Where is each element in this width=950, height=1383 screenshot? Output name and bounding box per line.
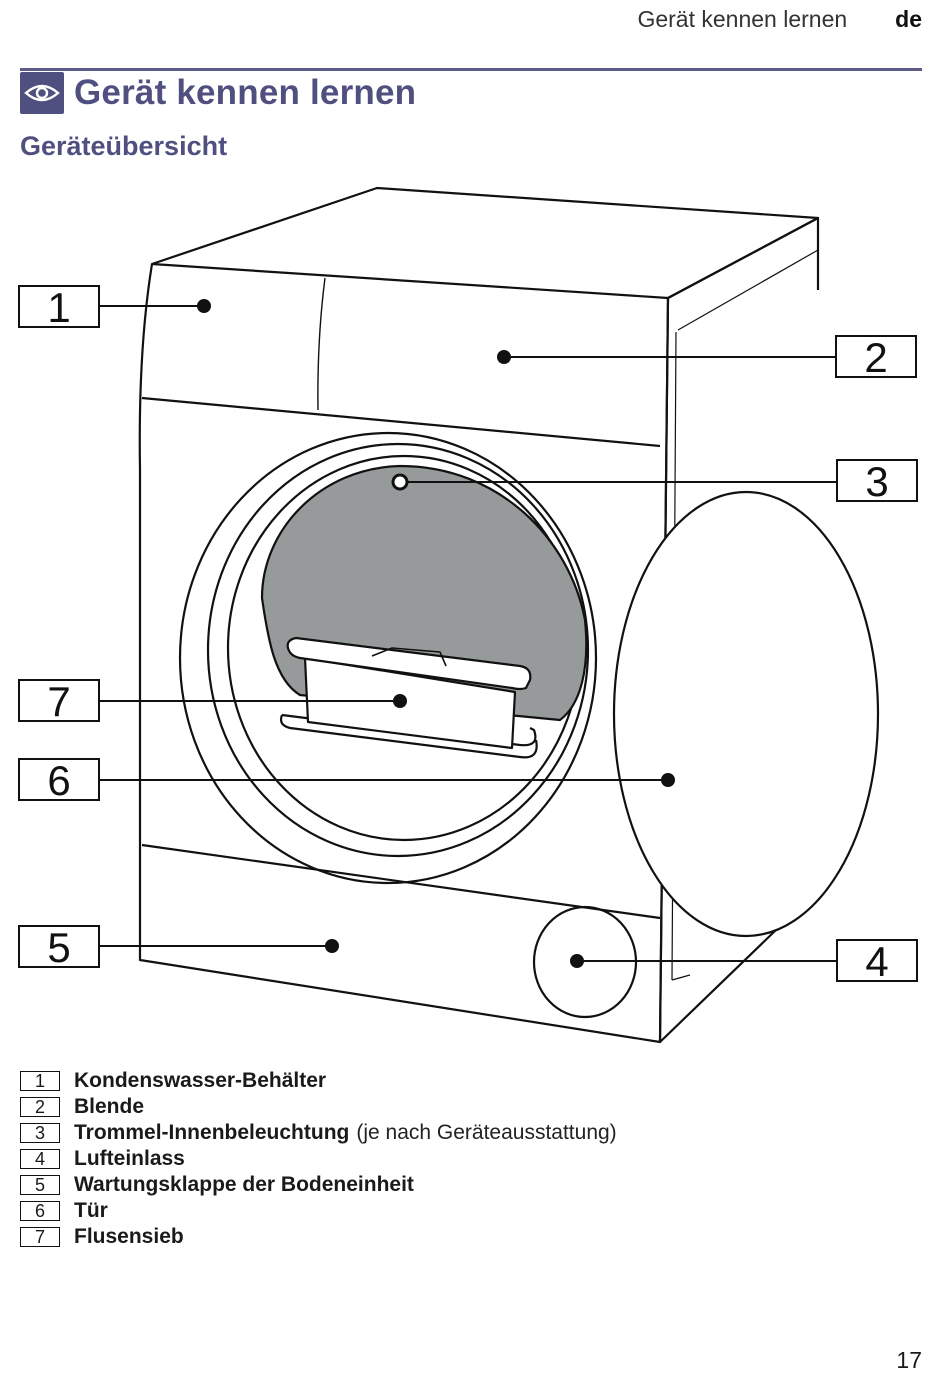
legend-item: 7 Flusensieb [20,1224,617,1250]
legend-item: 1 Kondenswasser-Behälter [20,1068,617,1094]
header-rule [20,68,922,71]
callout-1: 1 [47,284,70,331]
legend-item: 5 Wartungsklappe der Bodeneinheit [20,1172,617,1198]
legend-label: Wartungsklappe der Bodeneinheit [74,1173,414,1196]
callout-7: 7 [47,678,70,725]
legend-label: Tür [74,1199,108,1222]
callout-4: 4 [865,938,888,985]
legend-number: 2 [20,1097,60,1117]
dryer-front [138,263,670,1044]
dryer-illustration: 1 2 3 7 6 5 4 [18,186,918,1044]
legend-label: Trommel-Innenbeleuchtung [74,1121,350,1144]
eye-icon [20,72,64,114]
running-head-section: Gerät kennen lernen [637,6,848,32]
legend-label: Lufteinlass [74,1147,185,1170]
legend-number: 3 [20,1123,60,1143]
legend-item: 4 Lufteinlass [20,1146,617,1172]
running-head: Gerät kennen lernen de [637,6,922,33]
legend-number: 1 [20,1071,60,1091]
legend-label: Kondenswasser-Behälter [74,1069,327,1092]
title-row: Gerät kennen lernen [20,72,416,114]
callout-2: 2 [864,334,887,381]
callout-3: 3 [865,458,888,505]
parts-legend: 1 Kondenswasser-Behälter 2 Blende 3 Trom… [20,1068,617,1250]
language-code: de [895,6,922,32]
legend-number: 6 [20,1201,60,1221]
callout-6: 6 [47,757,70,804]
legend-number: 4 [20,1149,60,1169]
callout-5: 5 [47,924,70,971]
open-door [612,490,880,938]
legend-item: 3 Trommel-Innenbeleuchtung (je nach Gerä… [20,1120,617,1146]
legend-item: 6 Tür [20,1198,617,1224]
legend-item: 2 Blende [20,1094,617,1120]
legend-number: 5 [20,1175,60,1195]
page-title: Gerät kennen lernen [74,73,417,112]
legend-note: (je nach Geräteausstattung) [356,1121,617,1144]
legend-label: Flusensieb [74,1225,184,1248]
page-number: 17 [896,1347,922,1373]
section-subtitle: Geräteübersicht [20,131,228,161]
dryer-top [150,186,820,300]
door-ring-outer [178,431,598,885]
legend-number: 7 [20,1227,60,1247]
legend-label: Blende [74,1095,145,1118]
